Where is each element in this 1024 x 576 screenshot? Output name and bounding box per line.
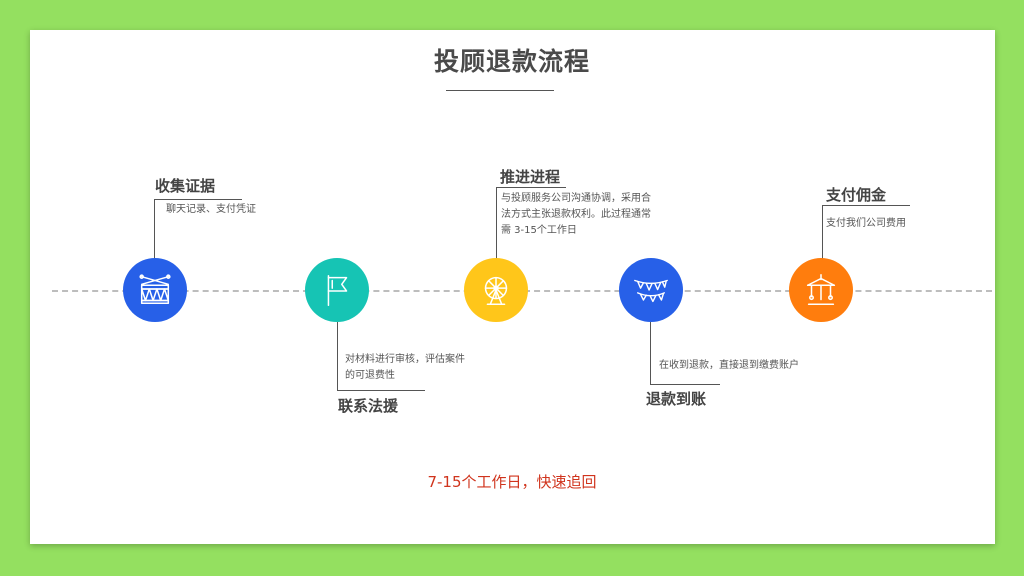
bunting-icon: [634, 279, 668, 303]
step-5-title: 支付佣金: [826, 186, 887, 204]
step-5-node: [789, 258, 853, 322]
step-2-bar: [337, 390, 425, 391]
step-4-bar: [650, 384, 720, 385]
step-2-title: 联系法援: [338, 397, 399, 415]
step-2-desc: 对材料进行审核，评估案件的可退费性: [345, 354, 465, 381]
step-1-title: 收集证据: [155, 177, 216, 195]
step-4-title: 退款到账: [646, 390, 707, 408]
title-underline: [446, 90, 554, 91]
step-4-connector: [650, 322, 651, 384]
step-3-connector: [496, 187, 497, 259]
step-2-connector: [337, 322, 338, 390]
step-1-desc: 聊天记录、支付凭证: [166, 204, 256, 215]
footer-note: 7-15个工作日，快速追回: [427, 473, 597, 491]
flag-icon: [327, 274, 348, 306]
step-4-node: [619, 258, 683, 322]
step-1-bar: [154, 199, 242, 200]
step-5-bar: [822, 205, 910, 206]
step-4-desc: 在收到退款，直接退到缴费账户: [659, 360, 799, 371]
step-3-title: 推进进程: [500, 168, 561, 186]
step-3-desc: 与投顾服务公司沟通协调，采用合法方式主张退款权利。此过程通常需 3-15个工作日: [501, 193, 651, 236]
step-2-node: [305, 258, 369, 322]
carousel-icon: [806, 274, 836, 306]
drum-icon: [139, 274, 171, 305]
step-5-connector: [822, 205, 823, 260]
step-3-bar: [496, 187, 566, 188]
step-1-node: [123, 258, 187, 322]
ferris-wheel-icon: [484, 276, 508, 306]
page-title: 投顾退款流程: [433, 47, 590, 76]
step-1-connector: [154, 199, 155, 260]
step-3-node: [464, 258, 528, 322]
step-5-desc: 支付我们公司费用: [826, 218, 906, 229]
